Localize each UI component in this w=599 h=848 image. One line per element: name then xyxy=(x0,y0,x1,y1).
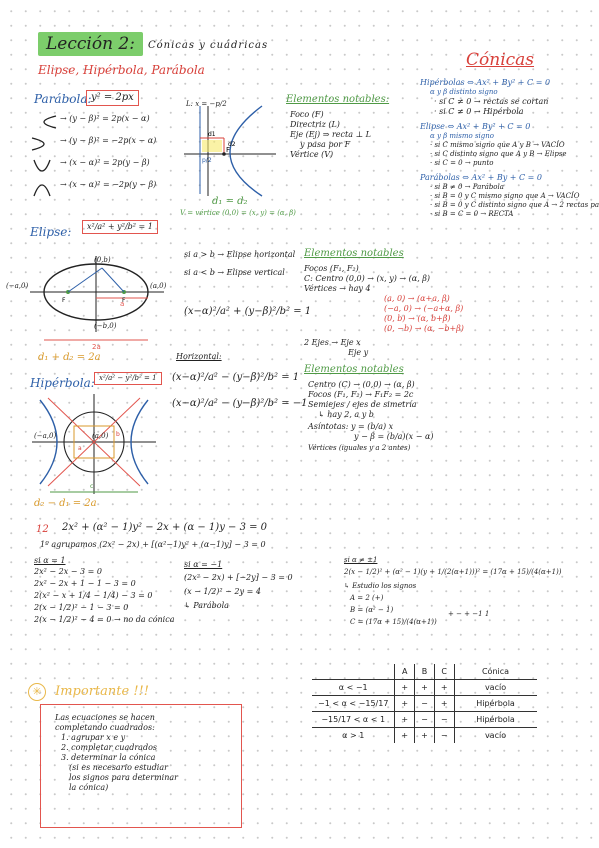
hiperbola-horizontal-label: Horizontal: xyxy=(176,352,222,361)
parabola-forms: → (y − β)² = 2p(x − α) → (y − β)² = −2p(… xyxy=(60,114,157,189)
parabola-p2-label: p/2 xyxy=(202,157,212,164)
parabola-directrix-label: L: x = −p/2 xyxy=(186,100,227,108)
section-heading: Elipse, Hipérbola, Parábola xyxy=(38,63,205,77)
elementos3-list: Centro (C) → (0,0) → (α, β) Focos (F₁, F… xyxy=(308,380,434,452)
ellipse-pt-left: (−a,0) xyxy=(6,282,29,290)
parabola-label: Parábola: xyxy=(34,92,92,106)
star-icon: ✳ xyxy=(28,683,46,701)
hyperbola-diff: d₂ − d₁ = 2a xyxy=(34,498,97,509)
hiperbola-eq-vertical: (x−α)²/a² − (y−β)²/b² = −1 xyxy=(172,398,308,409)
ellipse-pt-top: (0,b) xyxy=(94,256,111,264)
parabola-d2-label: d2 xyxy=(228,141,236,148)
conicas-title: Cónicas xyxy=(466,50,535,70)
parabola-vertex-note: V = vértice (0,0) = (x, y) = (α, β) xyxy=(180,209,296,217)
conicas-summary: Hipérbolas ⇔ Ax² + By² + C = 0 α y β dis… xyxy=(420,78,599,218)
hiperbola-label: Hipérbola: xyxy=(30,376,95,390)
hyperbola-a-label: a xyxy=(78,445,82,452)
ellipse-focus-left-label: F xyxy=(62,297,66,304)
ellipse-diagram: a 2a F F xyxy=(30,256,164,350)
elementos2-list: Focos (F₁, F₂) C: Centro (0,0) → (x, y) … xyxy=(304,264,464,357)
table-row: −15/17 < α < 1+−−Hipérbola xyxy=(312,711,537,728)
hyperbola-diagram: a b c xyxy=(32,394,156,494)
ellipse-axis-2a-label: 2a xyxy=(92,343,101,350)
case-alpha-1: si α = 1 2x² − 2x − 3 = 0 2x² − 2x + 1 −… xyxy=(34,556,175,624)
parabola-diagram: F p/2 d1 d2 xyxy=(184,105,276,197)
hyperbola-pt-neg-a: (−a,0) xyxy=(34,432,57,440)
hyperbola-c-label: c xyxy=(90,483,93,490)
table-row: −1 < α < −15/17+−+Hipérbola xyxy=(312,695,537,712)
problem-step1: 1º agrupamos (2x² − 2x) + [(α²−1)y² + (α… xyxy=(40,540,266,549)
parabola-focus-label: F xyxy=(226,146,230,154)
hiperbola-equation: x²/a² − y²/b² = 1 xyxy=(94,372,162,385)
lesson-title: Lección 2: xyxy=(38,32,143,56)
elementos3-title: Elementos notables xyxy=(304,364,404,375)
parabola-d1-label: d1 xyxy=(208,131,216,138)
importante-box: Las ecuaciones se hacen completando cuad… xyxy=(40,704,242,828)
parabola-d-equal: d₁ = d₂ xyxy=(212,196,248,207)
problem-equation: 2x² + (α² − 1)y² − 2x + (α − 1)y − 3 = 0 xyxy=(62,522,268,533)
elipse-general-equation: (x−α)²/a² + (y−β)²/b² = 1 xyxy=(184,306,312,317)
parabola-shape-icons xyxy=(31,115,57,197)
hyperbola-b-label: b xyxy=(116,431,120,438)
table-header-row: A B C Cónica xyxy=(312,664,537,680)
sign-line: + − + −1 1 xyxy=(448,610,490,618)
elementos1-list: Foco (F) Directriz (L) Eje (Ej) ⇒ recta … xyxy=(290,110,371,159)
case-alpha-other: si α ≠ ±1 2(x − 1/2)² + (α² − 1)(y + 1/(… xyxy=(344,556,562,626)
table-row: α < −1+++vacío xyxy=(312,679,537,696)
ellipse-sum: d₁ + d₂ = 2a xyxy=(38,352,101,363)
lesson-subtitle: Cónicas y cuádricas xyxy=(148,40,269,51)
elipse-conditions: si a > b → Elipse horizontal si a < b → … xyxy=(184,250,296,277)
table-row: α > 1++−vacío xyxy=(312,727,537,743)
hyperbola-pt-a: (a,0) xyxy=(92,432,109,440)
elementos2-title: Elementos notables xyxy=(304,248,404,259)
ellipse-pt-right: (a,0) xyxy=(150,282,167,290)
importante-heading: ✳ Importante !!! xyxy=(28,680,149,701)
case-alpha-neg-1: si α = −1 (2x² − 2x) + [−2y] − 3 = 0 (x … xyxy=(184,560,293,610)
elipse-equation: x²/a² + y²/b² = 1 xyxy=(82,220,158,234)
problem-number: 12 xyxy=(36,524,49,535)
ellipse-pt-bottom: (−b,0) xyxy=(94,322,117,330)
ellipse-focus-right-label: F xyxy=(122,297,126,304)
elementos1-title: Elementos notables: xyxy=(286,94,390,105)
elipse-label: Elipse: xyxy=(30,225,72,239)
ellipse-axis-a-label: a xyxy=(120,300,124,308)
sign-table: A B C Cónica α < −1+++vacío −1 < α < −15… xyxy=(312,664,537,743)
parabola-equation: y² = 2px xyxy=(86,90,139,106)
hiperbola-eq-horizontal: (x−α)²/a² − (y−β)²/b² = 1 xyxy=(172,372,300,383)
